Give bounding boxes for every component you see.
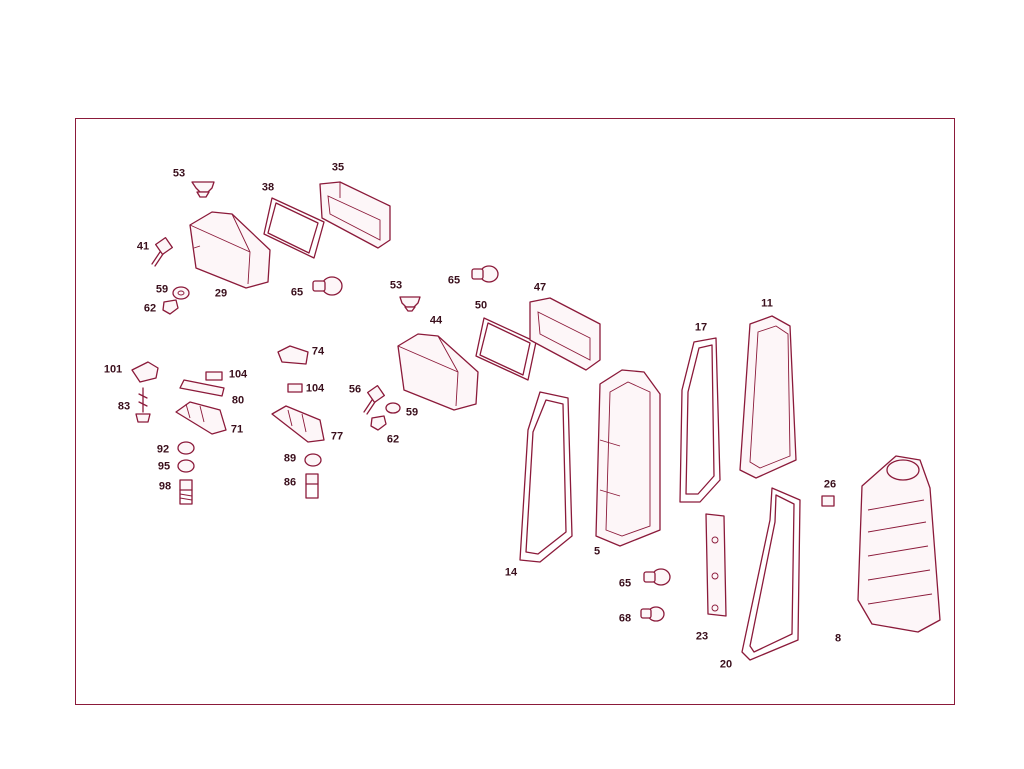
callout-label: 104 <box>305 382 325 395</box>
callout-label: 65 <box>618 577 632 590</box>
callout-label: 68 <box>618 612 632 625</box>
callout-label: 80 <box>231 394 245 407</box>
callout-label: 8 <box>834 632 842 645</box>
callout-label: 71 <box>230 423 244 436</box>
callout-label: 83 <box>117 400 131 413</box>
callout-label: 29 <box>214 287 228 300</box>
callout-label: 53 <box>172 167 186 180</box>
callout-label: 14 <box>504 566 518 579</box>
callout-label: 77 <box>330 430 344 443</box>
callout-label: 38 <box>261 181 275 194</box>
callout-label: 17 <box>694 321 708 334</box>
callout-label: 56 <box>348 383 362 396</box>
callout-label: 74 <box>311 345 325 358</box>
callout-label: 59 <box>155 283 169 296</box>
nut-part <box>162 299 179 315</box>
callout-label: 65 <box>447 274 461 287</box>
callout-label: 44 <box>429 314 443 327</box>
lamp-housing-part <box>189 211 271 289</box>
callout-label: 92 <box>156 443 170 456</box>
callout-label: 26 <box>823 478 837 491</box>
callout-label: 50 <box>474 299 488 312</box>
callout-label: 53 <box>389 279 403 292</box>
callout-label: 65 <box>290 286 304 299</box>
callout-label: 59 <box>405 406 419 419</box>
lamp-housing-part <box>397 333 479 411</box>
callout-label: 98 <box>158 480 172 493</box>
callout-label: 35 <box>331 161 345 174</box>
gasket-part <box>263 197 325 259</box>
callout-label: 89 <box>283 452 297 465</box>
callout-label: 101 <box>103 363 123 376</box>
callout-label: 62 <box>386 433 400 446</box>
callout-label: 20 <box>719 658 733 671</box>
callout-label: 11 <box>761 297 773 310</box>
lens-part <box>319 181 391 249</box>
callout-label: 86 <box>283 476 297 489</box>
diagram-frame <box>75 118 955 705</box>
callout-label: 47 <box>533 281 547 294</box>
callout-label: 95 <box>157 460 171 473</box>
callout-label: 104 <box>228 368 248 381</box>
callout-label: 41 <box>136 240 150 253</box>
bolt-part <box>151 236 174 267</box>
washer-part <box>172 286 190 300</box>
callout-label: 62 <box>143 302 157 315</box>
bulb-part <box>312 276 343 296</box>
callout-label: 23 <box>695 630 709 643</box>
grommet-part <box>191 181 215 198</box>
callout-label: 5 <box>593 545 601 558</box>
